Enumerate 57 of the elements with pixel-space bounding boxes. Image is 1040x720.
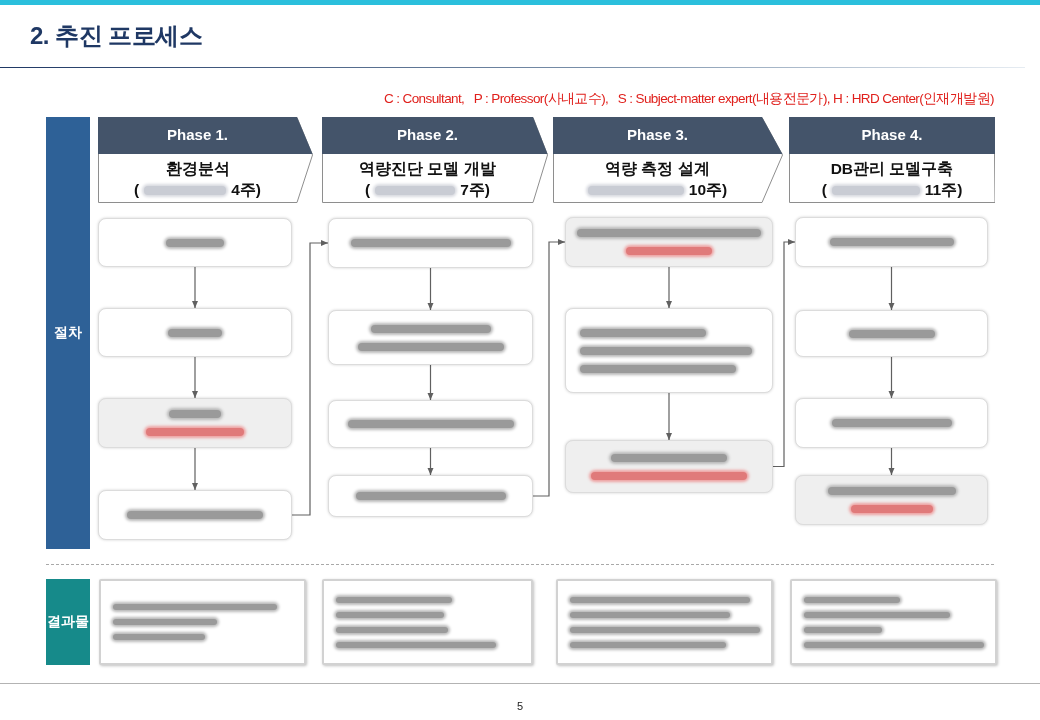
result-box: [322, 579, 533, 665]
duration-text: 11주): [924, 179, 963, 200]
duration-text: (: [134, 181, 140, 199]
process-box: [795, 475, 988, 525]
phase-name: 역량 측정 설계: [604, 159, 711, 179]
arrow: [772, 239, 796, 468]
arrow: [291, 240, 329, 516]
result-box: [99, 579, 306, 665]
page-title: 2. 추진 프로세스: [30, 21, 203, 51]
phase-box: [789, 117, 995, 203]
process-box: [565, 440, 773, 493]
process-box: [98, 308, 292, 357]
arrow: [532, 239, 566, 497]
process-box: [328, 310, 533, 365]
arrow: [888, 266, 895, 311]
process-box: [98, 218, 292, 267]
arrow: [192, 356, 198, 399]
section-label: 절차: [46, 117, 90, 549]
page-number: 5: [515, 700, 525, 712]
duration-text: (: [365, 181, 371, 199]
process-box: [565, 308, 773, 393]
section-label: 결과물: [46, 579, 90, 665]
process-box: [565, 217, 773, 267]
process-box: [328, 400, 533, 448]
process-box: [795, 217, 988, 267]
process-box: [98, 398, 292, 448]
duration-text: 10주): [688, 179, 728, 200]
result-box: [556, 579, 773, 665]
arrow: [888, 447, 895, 476]
phase-name: 역량진단 모델 개발: [358, 159, 497, 179]
process-box: [795, 398, 988, 448]
arrow: [666, 266, 672, 309]
process-box: [98, 490, 292, 540]
key-note: C : Consultant, P : Professor(사내교수), S : Subject-matter expert(내용전문가), H : HRD Center(인재개발원): [383, 90, 994, 108]
process-box: [328, 218, 533, 268]
arrow: [427, 447, 434, 476]
result-box: [790, 579, 997, 665]
phase-box: [553, 117, 783, 203]
phase-box: [322, 117, 548, 203]
phase-label: Phase 2.: [396, 126, 459, 143]
arrow: [427, 267, 434, 311]
duration-text: 7주): [460, 179, 490, 200]
phase-label: Phase 1.: [166, 126, 229, 143]
phase-box: [98, 117, 313, 203]
phase-label: Phase 4.: [860, 126, 924, 143]
duration-text: (: [821, 181, 827, 199]
process-box: [795, 310, 988, 357]
phase-name: 환경분석: [164, 159, 231, 179]
arrow: [192, 447, 198, 491]
arrow: [666, 392, 672, 441]
arrow: [192, 266, 198, 309]
phase-label: Phase 3.: [626, 126, 689, 143]
phase-name: DB관리 모델구축: [829, 159, 955, 179]
duration-text: 4주): [231, 179, 261, 200]
arrow: [888, 356, 895, 399]
arrow: [427, 364, 434, 401]
process-box: [328, 475, 533, 517]
